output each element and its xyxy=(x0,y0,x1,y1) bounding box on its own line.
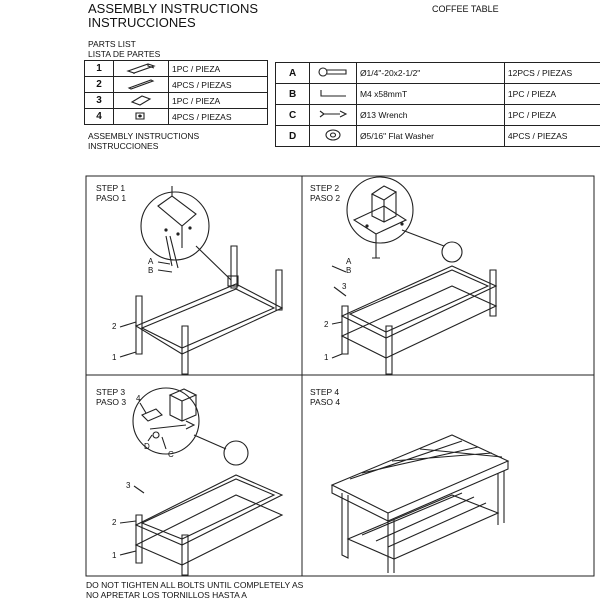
step2-illustration: A B 3 2 1 xyxy=(324,176,498,375)
label-2: 2 xyxy=(112,518,117,527)
step1-illustration: A B 2 1 xyxy=(112,186,284,375)
hardware-row: C Ø13 Wrench 1PC / PIEZA xyxy=(274,104,600,126)
product-name: COFFEE TABLE xyxy=(432,4,499,14)
label-4: 4 xyxy=(136,394,141,403)
step1-title-es: PASO 1 xyxy=(96,193,127,203)
label-c: C xyxy=(168,450,174,459)
detail-circle xyxy=(132,387,200,455)
washer-icon xyxy=(309,125,357,147)
step4-title-es: PASO 4 xyxy=(310,397,341,407)
step3-illustration: 4 D C 3 2 1 xyxy=(112,387,284,576)
step3-title-en: STEP 3 xyxy=(96,387,126,397)
part-qty: 4PCS / PIEZAS xyxy=(168,108,268,125)
label-1: 1 xyxy=(112,551,117,560)
label-2: 2 xyxy=(324,320,329,329)
header-title-es: INSTRUCCIONES xyxy=(88,15,196,30)
assembly-title-es: INSTRUCCIONES xyxy=(88,141,159,151)
step1-title-en: STEP 1 xyxy=(96,183,126,193)
hardware-row: B M4 x58mmT 1PC / PIEZA xyxy=(274,83,600,105)
label-a: A xyxy=(346,257,352,266)
hardware-letter: B xyxy=(274,83,311,105)
detail-circle-small xyxy=(441,241,463,263)
step4-title-en: STEP 4 xyxy=(310,387,340,397)
header-title-en: ASSEMBLY INSTRUCTIONS xyxy=(88,1,258,16)
step3-title-es: PASO 3 xyxy=(96,397,127,407)
label-b: B xyxy=(346,266,351,275)
detail-circle-small xyxy=(223,440,249,466)
parts-title-en: PARTS LIST xyxy=(88,39,136,49)
parts-table: 1 1PC / PIEZA 2 4PCS / PIEZAS 3 1PC / PI… xyxy=(84,60,268,125)
detail-circle xyxy=(140,191,210,261)
detail-circle xyxy=(346,176,414,244)
hardware-table: A Ø1/4"-20x2-1/2" 12PCS / PIEZAS B M4 x5… xyxy=(274,62,600,147)
hardware-letter: D xyxy=(274,125,311,147)
label-3: 3 xyxy=(342,282,347,291)
parts-row: 3 1PC / PIEZA xyxy=(84,92,268,109)
label-2: 2 xyxy=(112,322,117,331)
parts-row: 4 4PCS / PIEZAS xyxy=(84,108,268,125)
label-a: A xyxy=(148,257,154,266)
hardware-qty: 4PCS / PIEZAS xyxy=(503,125,600,147)
parts-row: 2 4PCS / PIEZAS xyxy=(84,76,268,93)
footer-warning-es: NO APRETAR LOS TORNILLOS HASTA A xyxy=(86,590,247,600)
parts-title-es: LISTA DE PARTES xyxy=(88,49,161,59)
label-1: 1 xyxy=(324,353,329,362)
hardware-row: D Ø5/16" Flat Washer 4PCS / PIEZAS xyxy=(274,125,600,147)
label-d: D xyxy=(144,442,150,451)
label-3: 3 xyxy=(126,481,131,490)
label-b: B xyxy=(148,266,153,275)
step2-title-es: PASO 2 xyxy=(310,193,341,203)
step4-illustration xyxy=(330,434,510,573)
assembly-title-en: ASSEMBLY INSTRUCTIONS xyxy=(88,131,200,141)
hardware-desc: Ø5/16" Flat Washer xyxy=(355,125,505,147)
label-1: 1 xyxy=(112,353,117,362)
footer-warning-en: DO NOT TIGHTEN ALL BOLTS UNTIL COMPLETEL… xyxy=(86,580,304,590)
step2-title-en: STEP 2 xyxy=(310,183,340,193)
